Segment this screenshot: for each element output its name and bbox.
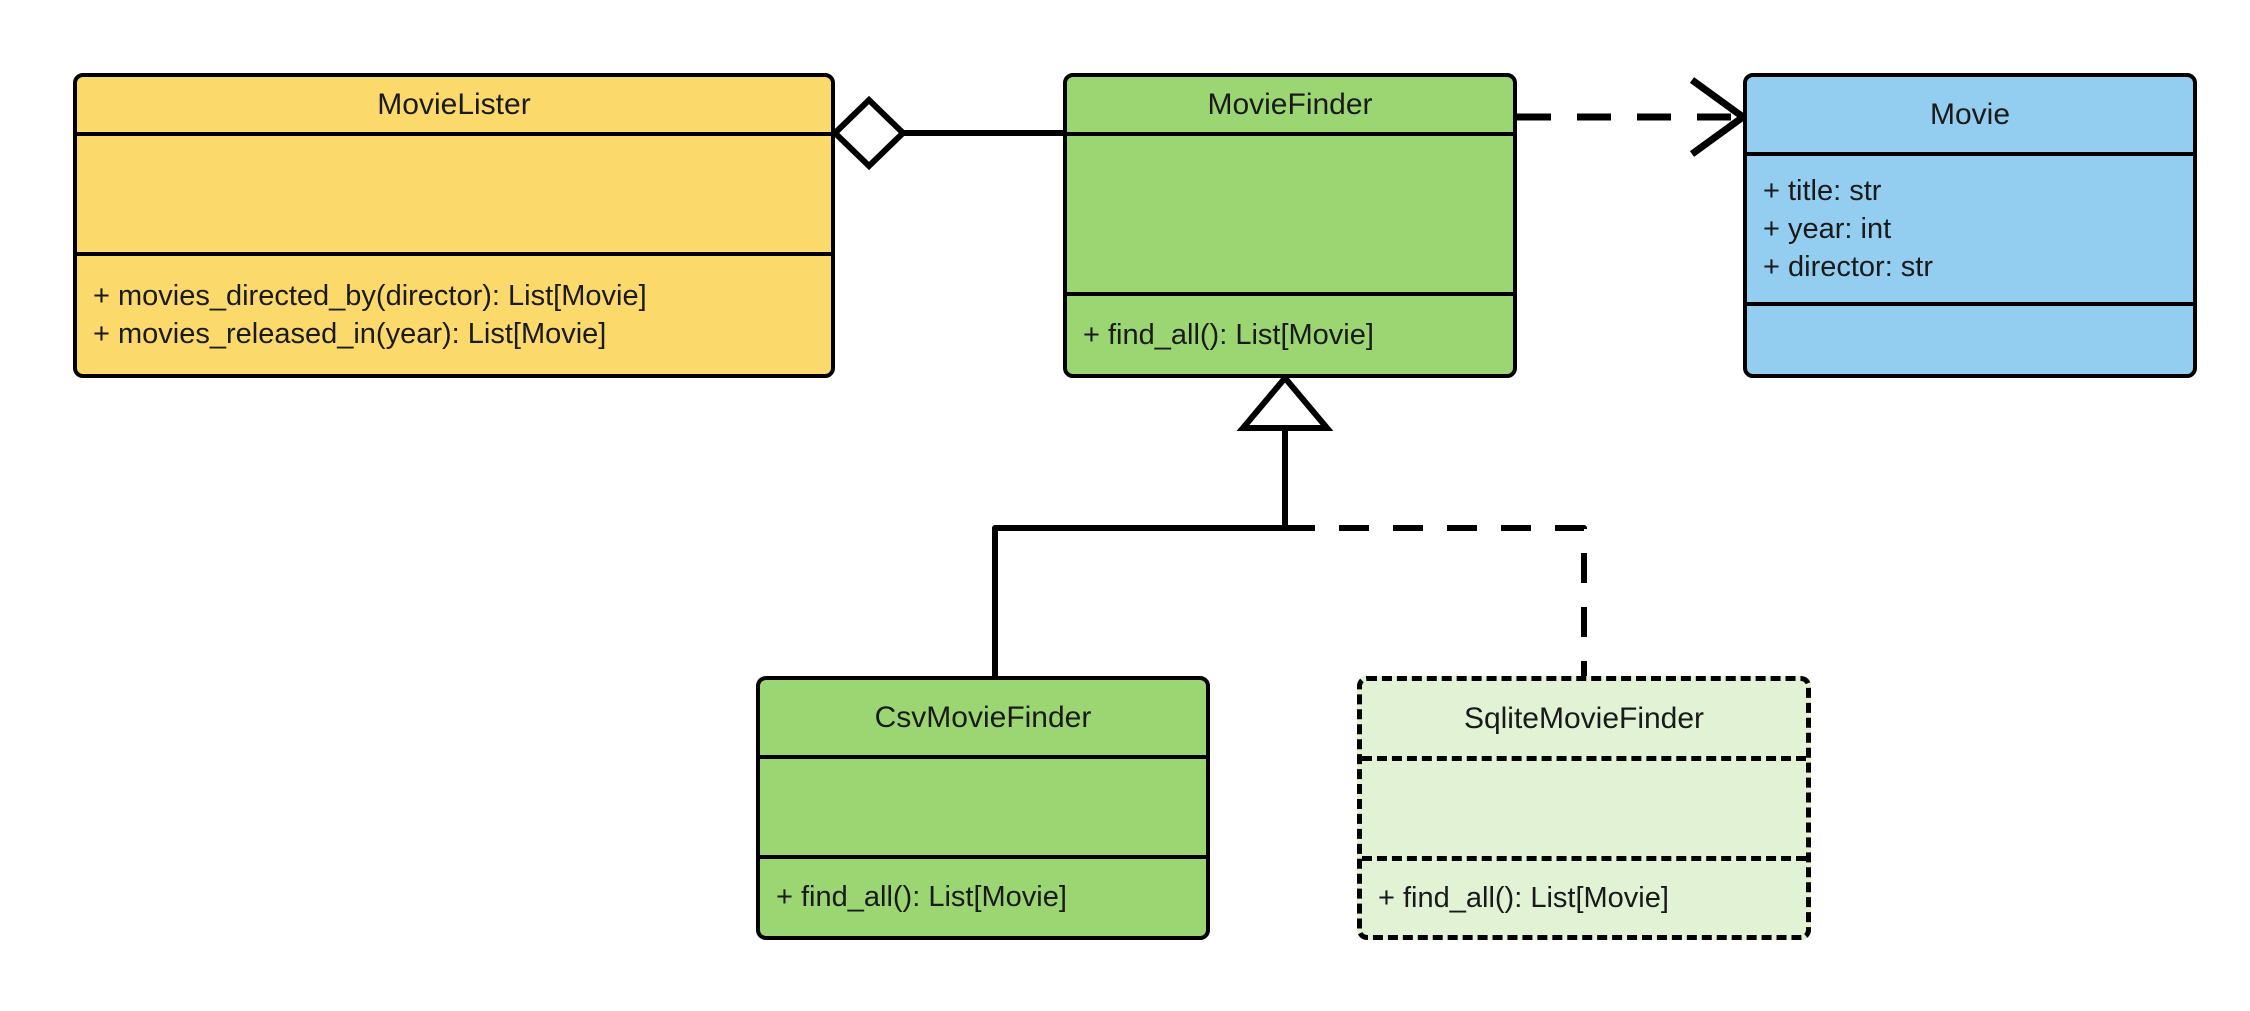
class-attributes-movie: + title: str + year: int + director: str bbox=[1747, 152, 2193, 302]
class-name-label: Movie bbox=[1929, 97, 2011, 131]
hollow-diamond-icon bbox=[830, 95, 908, 171]
method-item: + find_all(): List[Movie] bbox=[1378, 881, 1669, 914]
realization-branch-sqlite bbox=[1285, 525, 1587, 676]
open-arrow-icon bbox=[1689, 77, 1749, 157]
attribute-item: + title: str bbox=[1763, 174, 1882, 207]
class-name-label: MovieFinder bbox=[1207, 87, 1373, 121]
class-box-movie-lister[interactable]: MovieLister + movies_directed_by(directo… bbox=[73, 73, 835, 378]
class-title-movie-lister: MovieLister bbox=[77, 77, 831, 132]
method-item: + find_all(): List[Movie] bbox=[1083, 318, 1374, 351]
method-item: + movies_directed_by(director): List[Mov… bbox=[93, 279, 647, 312]
relationship-aggregation-lister-finder[interactable] bbox=[830, 95, 1063, 171]
class-methods-movie bbox=[1747, 302, 2193, 374]
method-item: + movies_released_in(year): List[Movie] bbox=[93, 318, 607, 350]
class-box-movie[interactable]: Movie + title: str + year: int + directo… bbox=[1743, 73, 2197, 378]
method-item: + find_all(): List[Movie] bbox=[776, 881, 1067, 914]
class-title-movie: Movie bbox=[1747, 77, 2193, 152]
class-attributes-csv-movie-finder bbox=[760, 755, 1206, 855]
class-attributes-sqlite-movie-finder bbox=[1362, 756, 1806, 856]
relationship-generalization-csv-finder[interactable] bbox=[992, 373, 1334, 676]
class-title-csv-movie-finder: CsvMovieFinder bbox=[760, 680, 1206, 755]
attribute-item: + year: int bbox=[1763, 212, 1892, 245]
class-methods-sqlite-movie-finder: + find_all(): List[Movie] bbox=[1362, 856, 1806, 935]
hollow-triangle-icon bbox=[1236, 373, 1334, 431]
class-methods-csv-movie-finder: + find_all(): List[Movie] bbox=[760, 855, 1206, 936]
class-attributes-movie-lister bbox=[77, 132, 831, 252]
attribute-item: + director: str bbox=[1763, 251, 1934, 284]
generalization-branch-csv bbox=[992, 525, 1285, 676]
relationship-realization-sqlite-finder[interactable] bbox=[1285, 525, 1587, 676]
class-title-sqlite-movie-finder: SqliteMovieFinder bbox=[1362, 681, 1806, 756]
class-methods-movie-lister: + movies_directed_by(director): List[Mov… bbox=[77, 252, 831, 374]
class-name-label: SqliteMovieFinder bbox=[1463, 701, 1705, 735]
class-box-sqlite-movie-finder[interactable]: SqliteMovieFinder + find_all(): List[Mov… bbox=[1357, 676, 1811, 940]
class-box-movie-finder[interactable]: MovieFinder + find_all(): List[Movie] bbox=[1063, 73, 1517, 378]
class-methods-movie-finder: + find_all(): List[Movie] bbox=[1067, 292, 1513, 374]
class-name-label: MovieLister bbox=[377, 87, 531, 121]
relationship-dependency-finder-movie[interactable] bbox=[1517, 77, 1749, 157]
class-attributes-movie-finder bbox=[1067, 132, 1513, 292]
class-title-movie-finder: MovieFinder bbox=[1067, 77, 1513, 132]
class-box-csv-movie-finder[interactable]: CsvMovieFinder + find_all(): List[Movie] bbox=[756, 676, 1210, 940]
class-name-label: CsvMovieFinder bbox=[874, 700, 1092, 734]
